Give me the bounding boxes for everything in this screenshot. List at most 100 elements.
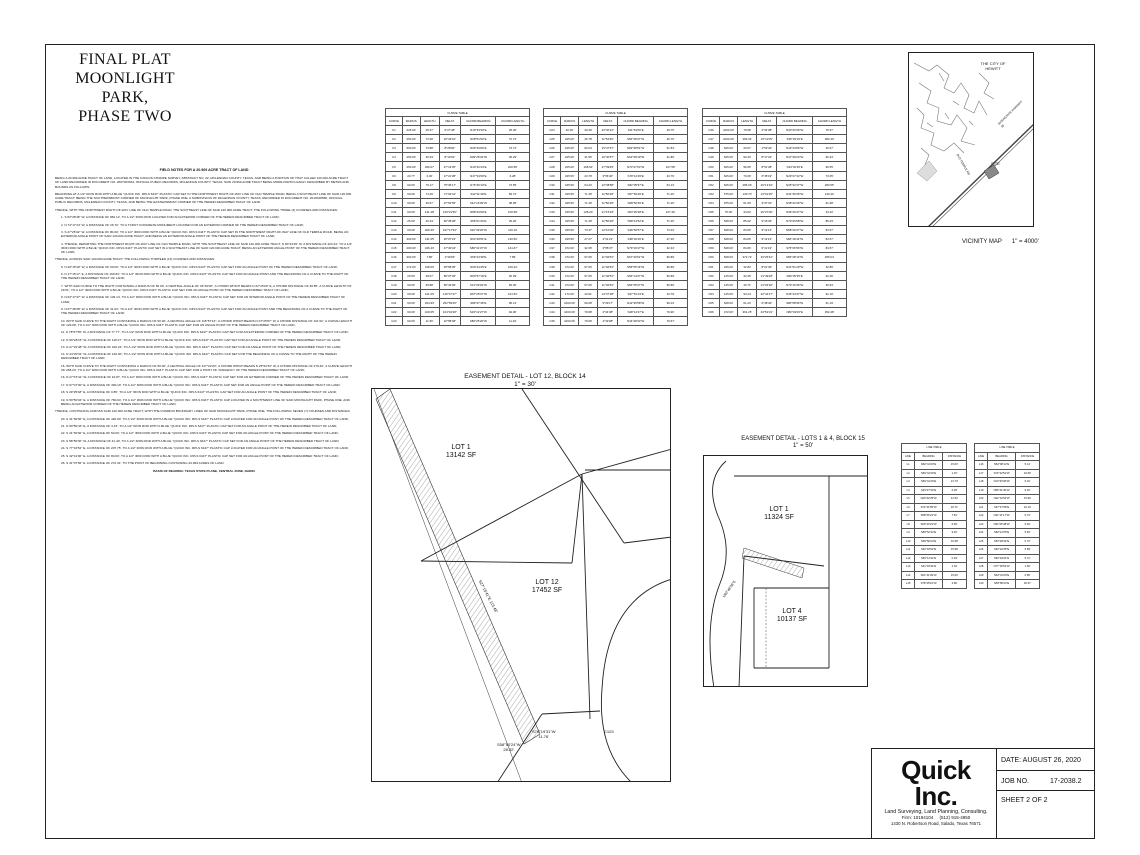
table-cell: 6.28' [495,170,530,181]
table-cell: 108.63' [578,161,599,172]
table-cell: 11°54'46" [597,134,619,145]
table-cell: 352.48' [811,306,848,318]
table-cell: 72.73' [495,134,530,145]
table-cell: 3°55'37" [597,243,619,254]
table-cell: C65 [702,297,720,308]
table-cell: 41.52' [941,494,968,504]
table-cell: 60°35'28" [438,216,462,227]
table-cell: 528.00' [718,216,739,227]
table-cell: 90.43' [737,152,758,163]
metes-bounds-call: 25. S 32°41'00" E, A DISTANCE OF 80.00',… [61,453,339,458]
table-cell: S60°22'35"E [987,545,1016,555]
table-cell: 14°37'38" [597,288,619,299]
table-caption: CURVE TABLE [702,108,847,117]
table-cell: 79.17' [419,179,440,190]
table-cell: C30 [543,179,561,190]
table-cell: 79.67' [652,316,689,327]
table-cell: N38°22'46"W [776,197,813,208]
table-cell: L21 [973,502,989,512]
table-cell: C58 [702,234,720,245]
table-cell: 1.15' [941,468,968,478]
table-cell: S10°39'26"W [460,225,497,236]
table-cell: 84.66' [737,234,758,245]
table-header: LINE [973,451,989,461]
detail2-title: EASEMENT DETAIL - LOTS 1 & 4, BLOCK 15 1… [741,436,865,449]
metes-bounds-call: 9. N 67°48'38" W, A DISTANCE OF 41.63', … [61,306,348,316]
table-cell: 60.00' [401,306,421,318]
table-cell: 91.10' [811,288,848,299]
table-cell: 4°31'21" [597,234,619,245]
table-cell: N70°47'04"W [617,161,654,172]
table-cell: 125.00' [718,288,739,299]
detail1-title: EASEMENT DETAIL - LOT 12, BLOCK 14 1" = … [464,373,586,388]
table-header: RADIUS [559,115,580,127]
table-cell: 250.00' [401,152,421,163]
metes-bounds-call: 6. N 17°15'17" E, A DISTANCE OF 169.84',… [61,272,349,281]
table-cell: 225.00' [559,134,580,145]
table-cell: 71.39' [578,197,599,208]
table-cell: N42°36'58"W [617,297,654,308]
table-cell: 32.35' [737,270,758,281]
table-cell: 472.00' [559,261,580,272]
table-cell: L28 [973,562,989,572]
table-cell: 36.33' [419,152,440,163]
table-cell: L13 [900,562,916,572]
table-cell: C16 [385,252,403,263]
table-cell: 5.84' [1014,528,1041,538]
table-cell: 172.00' [559,288,580,299]
table-cell: 73.65' [811,170,848,181]
table-cell: 472.00' [718,306,739,318]
table-cell: 10°40'57" [597,152,619,163]
table-cell: 3.80' [941,579,968,589]
table-cell: 60.00' [401,316,421,327]
table-cell: 9.46' [1014,485,1041,495]
table-cell: 71.26' [652,197,689,208]
table-header: LENGTH [578,115,599,127]
table-cell: C5 [385,161,403,172]
table-cell: 69.72' [495,188,530,199]
table-cell: L12 [900,553,916,563]
table-cell: N88°23'09"E [460,206,497,218]
metes-bounds-call: 3. S 27°25'42" W, A DISTANCE OF 80.00', … [61,229,349,239]
table-cell: 361.25' [737,306,758,318]
table-cell: 472.00' [559,270,580,281]
table-cell: 30.37' [1014,579,1041,589]
table-cell: 131.55' [419,234,440,245]
table-cell: 130.70' [737,188,758,199]
table-cell: 282.40' [811,134,848,145]
table-cell: 30.63' [811,279,848,290]
table-cell: 66.00' [495,279,530,290]
table-header: DISTANCE [1014,451,1041,461]
table-cell: S78°35'16"W [914,579,943,589]
table-cell: S68°52'46"E [617,197,654,208]
table-cell: 6.30' [419,170,440,181]
table-cell: 13°01'26" [756,188,778,199]
table-cell: L17 [973,468,989,478]
table-cell: 37°52'55" [438,197,462,208]
table-cell: 345.50' [559,216,580,227]
table-cell: S89°47'46"E [460,297,497,308]
table-cell: N13°33'06"W [987,477,1016,487]
table-cell: C48 [702,143,720,154]
company-name: Quick Inc. [901,755,971,811]
table-cell: 125°21'50" [438,206,462,218]
table-cell: 72.96' [419,134,440,145]
metes-bounds-call: 8. N 63°17'37" W, A DISTANCE OF 129.14',… [61,295,346,304]
table-cell: C23 [385,316,403,327]
